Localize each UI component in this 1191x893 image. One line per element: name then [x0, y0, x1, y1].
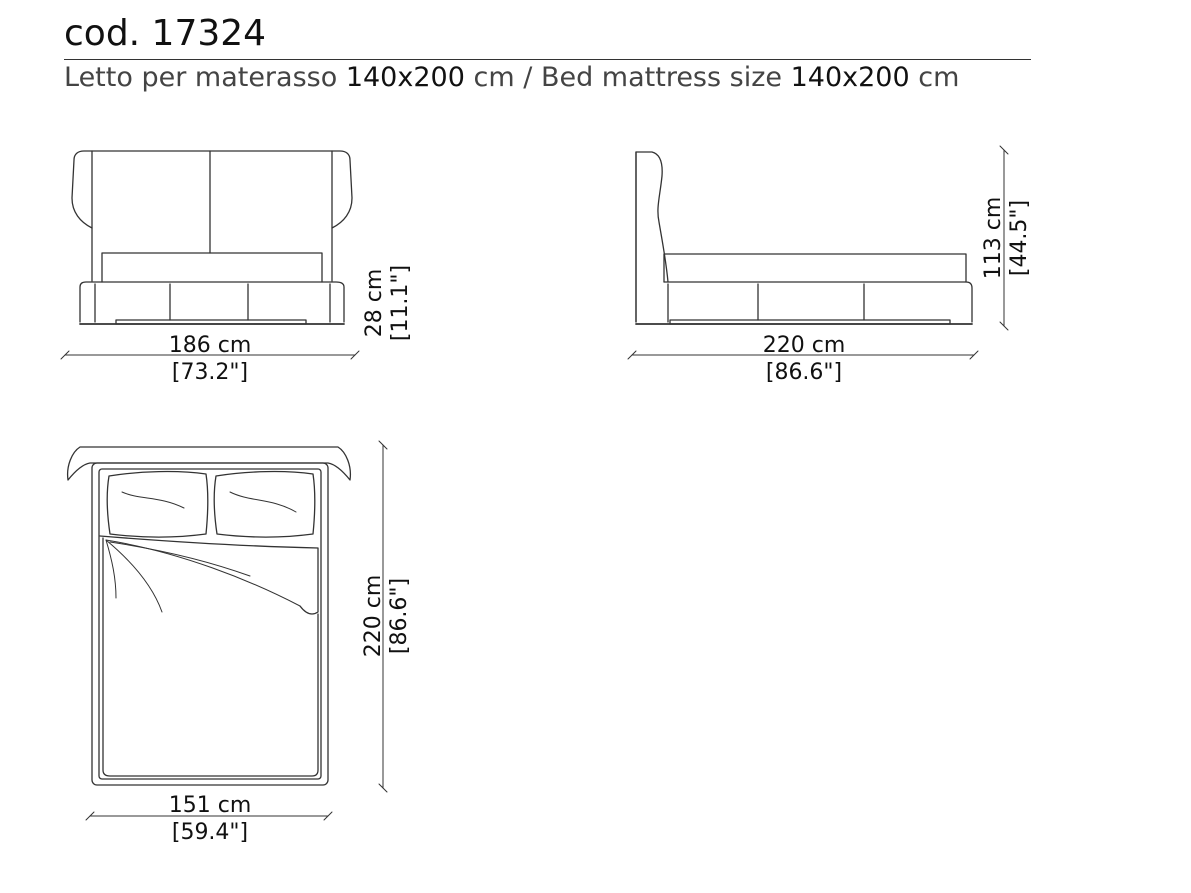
side-length-cm: 220 cm — [763, 333, 846, 358]
top-width-tick-left — [85, 811, 95, 821]
top-width-tick-right — [323, 811, 333, 821]
side-length-in: [86.6"] — [766, 360, 842, 385]
front-base-foot — [115, 319, 307, 325]
front-width-cm: 186 cm — [169, 333, 252, 358]
side-base-foot — [669, 319, 951, 325]
mattress-size-english: 140x200 — [790, 62, 910, 93]
front-headboard — [71, 150, 353, 282]
side-height-in: [44.5"] — [1007, 200, 1032, 276]
side-base — [663, 281, 973, 323]
top-pillow-left — [106, 470, 209, 538]
front-view — [60, 150, 360, 360]
subtitle-separator: / — [523, 62, 533, 93]
top-length-cm: 220 cm — [361, 575, 386, 658]
side-length-tick-left — [627, 350, 637, 360]
top-length-tick-top — [378, 440, 388, 450]
front-height-in: [11.1"] — [388, 265, 413, 341]
top-length-tick-bottom — [378, 783, 388, 793]
side-height-tick-top — [999, 145, 1009, 155]
front-mattress — [101, 252, 323, 283]
unit-italian: cm — [473, 62, 515, 93]
top-pillow-right — [213, 470, 316, 538]
top-frame-inner — [98, 468, 322, 780]
duvet-fold-3 — [105, 539, 301, 607]
front-base — [79, 281, 345, 323]
front-width-in: [73.2"] — [172, 360, 248, 385]
top-mattress — [102, 537, 319, 777]
unit-english: cm — [918, 62, 960, 93]
side-view — [627, 145, 1009, 360]
duvet-fold-2 — [105, 539, 117, 599]
duvet-fold-1 — [105, 539, 163, 613]
top-width-cm: 151 cm — [169, 793, 252, 818]
front-height-cm: 28 cm — [362, 269, 387, 338]
mattress-size-italian: 140x200 — [345, 62, 465, 93]
front-width-tick-left — [60, 350, 70, 360]
top-view — [66, 440, 388, 821]
product-subtitle: Letto per materasso 140x200 cm / Bed mat… — [64, 60, 959, 96]
top-frame-outer — [91, 462, 329, 786]
top-length-in: [86.6"] — [387, 578, 412, 654]
header-rule — [64, 59, 1031, 60]
product-code: cod. 17324 — [64, 13, 267, 54]
subtitle-english: Bed mattress size — [540, 62, 782, 93]
side-headboard — [635, 151, 669, 323]
top-headboard — [66, 446, 352, 481]
side-height-tick-bottom — [999, 321, 1009, 331]
top-width-in: [59.4"] — [172, 820, 248, 845]
side-length-tick-right — [969, 350, 979, 360]
front-width-tick-right — [350, 350, 360, 360]
subtitle-italian: Letto per materasso — [64, 62, 338, 93]
pillow-left-fold — [121, 491, 185, 509]
top-duvet-edge — [99, 535, 319, 615]
pillow-right-fold — [229, 491, 297, 513]
side-height-cm: 113 cm — [981, 197, 1006, 280]
side-mattress — [663, 253, 967, 283]
duvet-fold-4 — [109, 541, 251, 577]
